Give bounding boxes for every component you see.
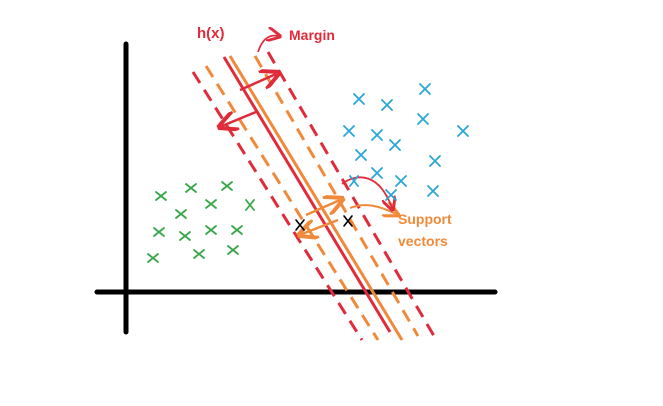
blue-point [349,175,359,187]
support-vectors-label-line1: Support [398,211,452,227]
green-point [175,209,187,219]
blue-point [417,113,429,125]
blue-point [371,167,383,179]
margin-arrow-left [222,110,257,126]
green-point [221,181,233,191]
blue-point [419,83,431,95]
blue-point [381,99,393,111]
blue-point [395,175,407,187]
green-point [231,225,243,235]
green-point [227,245,239,255]
green-point [205,199,217,209]
support-arrows [302,176,396,234]
hyperplane-red [222,56,392,333]
blue-point [355,149,367,161]
blue-point [385,189,397,201]
support-point-right [343,215,353,227]
outer-dashed-red-left [191,71,364,341]
support-curve-red [341,176,392,208]
green-point [205,225,217,235]
axes [94,41,498,335]
green-point [193,249,205,259]
green-point [147,253,159,263]
blue-point [427,185,439,197]
hypothesis-label: h(x) [197,25,225,42]
outer-dashed-orange-right [253,55,420,337]
blue-point [457,125,469,137]
support-vector-points [295,215,353,231]
green-point [155,191,167,201]
blue-point [371,129,383,141]
outer-dashed-orange-left [204,65,380,341]
margin-arrows [222,36,278,126]
green-point [153,227,165,237]
green-point [185,183,197,193]
margin-arrow-right [239,74,276,92]
blue-point [343,125,355,137]
class-green-points [147,181,255,263]
blue-point [353,93,365,105]
blue-point [389,139,401,151]
support-arrow-right [305,200,340,217]
outer-dashed-red-right [266,51,436,337]
class-blue-points [343,83,469,201]
support-curve-arrow [349,205,396,214]
hyperplane-orange [228,55,404,341]
green-point [179,231,191,241]
green-point [245,199,255,211]
support-point-left [295,219,305,231]
margin-lines [191,51,436,341]
support-arrow-left [302,218,339,234]
blue-point [429,155,441,167]
margin-label: Margin [289,27,335,43]
margin-curved-arrow [257,36,278,53]
support-vectors-label-line2: vectors [398,233,448,249]
